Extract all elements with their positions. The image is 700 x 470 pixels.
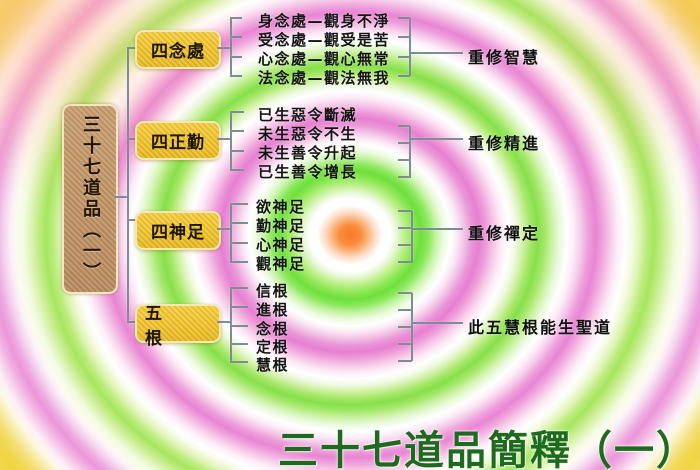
- page-title: 三十七道品簡釋（一）: [278, 428, 698, 470]
- category-box-3-label: 四神足: [151, 223, 205, 243]
- g3-right-bracket: [411, 211, 413, 263]
- g4-item-tick-4: [230, 343, 248, 345]
- category-box-1-label: 四念處: [151, 42, 205, 62]
- g3-right-tick-2: [398, 227, 412, 229]
- g4-out-stem: [217, 321, 231, 323]
- g3-item-tick-4: [230, 261, 248, 263]
- category-box-2[interactable]: 四正勤: [135, 121, 221, 160]
- g4-item-tick-5: [230, 361, 248, 363]
- g2-left-bracket: [230, 112, 232, 170]
- g4-right-tick-1: [398, 292, 412, 294]
- g1-right-tick-2: [398, 36, 410, 38]
- detail-item: 未生善令升起: [258, 144, 358, 162]
- detail-item: 念根: [256, 320, 290, 338]
- root-node: 三十七道品（一）: [62, 104, 118, 294]
- category-box-1[interactable]: 四念處: [135, 30, 221, 69]
- g3-item-tick-2: [230, 222, 248, 224]
- g4-item-tick-1: [230, 287, 248, 289]
- root-spine-lower: [127, 219, 129, 322]
- g1-item-tick-2: [230, 36, 242, 38]
- g4-right-bracket: [411, 293, 413, 361]
- root-node-label: 三十七道品（一）: [80, 115, 101, 283]
- branch-stub-4: [127, 321, 141, 323]
- root-spine: [127, 48, 129, 220]
- g2-item-tick-1: [230, 111, 244, 113]
- detail-item: 身念處—觀身不淨: [258, 12, 391, 30]
- category-box-3[interactable]: 四神足: [135, 211, 221, 250]
- category-box-2-label: 四正勤: [151, 133, 205, 153]
- g1-right-tick-3: [398, 56, 410, 58]
- g3-left-bracket: [230, 204, 232, 262]
- result-label-4: 此五慧根能生聖道: [468, 318, 613, 337]
- g2-right-tick-4: [398, 176, 410, 178]
- g3-right-tick-4: [398, 261, 412, 263]
- g2-item-tick-4: [230, 169, 244, 171]
- g4-result-stem: [411, 322, 463, 324]
- g1-result-stem: [409, 52, 463, 54]
- detail-item: 法念處—觀法無我: [258, 69, 391, 87]
- g4-right-tick-5: [398, 360, 412, 362]
- detail-item: 已生惡令斷滅: [258, 106, 358, 124]
- root-stem: [114, 196, 128, 198]
- g2-right-bracket: [409, 126, 411, 178]
- branch-stub-1: [127, 47, 141, 49]
- g2-right-tick-3: [398, 159, 410, 161]
- detail-item: 已生善令增長: [258, 163, 358, 181]
- detail-item: 信根: [256, 282, 290, 300]
- g3-out-stem: [217, 228, 231, 230]
- detail-item: 進根: [256, 301, 290, 319]
- g1-right-bracket: [409, 18, 411, 76]
- g4-item-tick-3: [230, 325, 248, 327]
- g1-out-stem: [217, 47, 231, 49]
- g4-right-tick-2: [398, 309, 412, 311]
- branch-stub-2: [127, 138, 141, 140]
- detail-item: 觀神足: [256, 255, 306, 273]
- g3-right-tick-3: [398, 244, 412, 246]
- branch-stub-3: [127, 219, 141, 221]
- g2-right-tick-1: [398, 125, 410, 127]
- detail-item: 未生惡令不生: [258, 125, 358, 143]
- g1-item-tick-3: [230, 56, 242, 58]
- detail-item: 心念處—觀心無常: [258, 50, 391, 68]
- g2-right-tick-2: [398, 142, 410, 144]
- g1-item-tick-4: [230, 75, 242, 77]
- result-label-3: 重修禪定: [468, 224, 541, 243]
- g3-item-tick-1: [230, 203, 248, 205]
- detail-item: 心神足: [256, 236, 306, 254]
- g3-result-stem: [411, 228, 463, 230]
- result-label-1: 重修智慧: [468, 48, 541, 67]
- detail-item: 勤神足: [256, 217, 306, 235]
- g3-right-tick-1: [398, 210, 412, 212]
- g1-item-tick-1: [230, 17, 242, 19]
- g3-item-tick-3: [230, 242, 248, 244]
- detail-item: 欲神足: [256, 198, 306, 216]
- warm-glow-top-right: [500, 0, 700, 180]
- g1-right-tick-1: [398, 17, 410, 19]
- g4-item-tick-2: [230, 306, 248, 308]
- category-box-4[interactable]: 五 根: [135, 304, 221, 349]
- g4-right-tick-4: [398, 343, 412, 345]
- detail-item: 定根: [256, 338, 290, 356]
- detail-item: 受念處—觀受是苦: [258, 31, 391, 49]
- g2-result-stem: [409, 138, 463, 140]
- detail-item: 慧根: [256, 356, 290, 374]
- g4-right-tick-3: [398, 326, 412, 328]
- g1-right-tick-4: [398, 75, 410, 77]
- g2-item-tick-2: [230, 130, 244, 132]
- g1-left-bracket: [230, 18, 232, 76]
- g2-item-tick-3: [230, 150, 244, 152]
- g2-out-stem: [217, 138, 231, 140]
- category-box-4-label: 五 根: [145, 303, 195, 349]
- result-label-2: 重修精進: [468, 134, 541, 153]
